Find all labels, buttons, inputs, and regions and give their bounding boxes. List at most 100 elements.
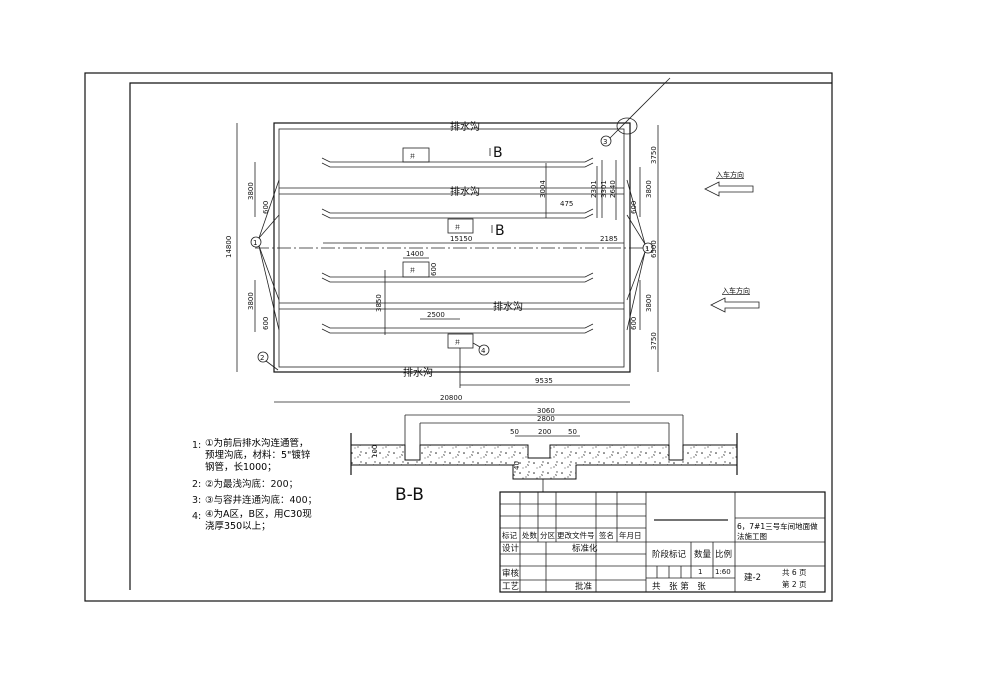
note-3: ③与容井连通沟底：400；	[205, 494, 317, 506]
dimension-lines	[236, 123, 659, 403]
ditch-label: 排水沟	[493, 300, 523, 313]
svg-text:600: 600	[630, 201, 638, 214]
svg-text:数量: 数量	[694, 549, 712, 560]
plan-outer-wall	[273, 122, 631, 373]
svg-text:475: 475	[560, 200, 573, 208]
svg-text:600: 600	[262, 201, 270, 214]
ditch-label: 排水沟	[450, 120, 480, 133]
svg-text:3800: 3800	[247, 182, 255, 200]
section-b-b: 3060 2800 50 200 50 100 40 B-B	[350, 407, 738, 505]
sump-label: 井	[410, 267, 415, 274]
ditch-label: 排水沟	[450, 185, 480, 198]
svg-text:1:60: 1:60	[715, 568, 731, 576]
marker-3: 3	[600, 77, 671, 147]
svg-text:1400: 1400	[406, 250, 424, 258]
svg-text:2800: 2800	[537, 415, 555, 423]
svg-text:2: 2	[260, 354, 264, 362]
marker-1-right: 1	[626, 179, 654, 331]
svg-text:3: 3	[603, 138, 607, 146]
svg-text:2640: 2640	[609, 180, 617, 198]
section-mark: B	[495, 223, 505, 239]
marker-2: 2	[257, 351, 279, 371]
svg-text:3:: 3:	[192, 495, 201, 506]
svg-text:处数: 处数	[522, 530, 537, 540]
section-mark: B	[493, 145, 503, 161]
svg-text:14800: 14800	[225, 236, 233, 258]
marker-4: 4	[472, 342, 490, 356]
note-4: ④为A区，B区，用C30现浇厚350以上；	[205, 509, 312, 532]
svg-text:3850: 3850	[375, 294, 383, 312]
svg-text:2500: 2500	[427, 311, 445, 319]
title-block: 标记 处数 分区 更改文件号 签名 年月日 设计 标准化 审核 工艺 批准 阶段…	[499, 491, 826, 593]
svg-text:15150: 15150	[450, 235, 472, 243]
svg-text:2185: 2185	[600, 235, 618, 243]
outer-border	[84, 72, 833, 602]
svg-text:设计: 设计	[502, 543, 520, 554]
svg-text:100: 100	[371, 445, 379, 458]
ditch-label: 排水沟	[403, 366, 433, 379]
svg-text:600: 600	[630, 317, 638, 330]
svg-text:3800: 3800	[645, 294, 653, 312]
svg-text:共 张 第 张: 共 张 第 张	[652, 581, 706, 592]
note-1: ①为前后排水沟连通管，预埋沟底，材料：5"镀锌钢管，长1000；	[205, 438, 311, 473]
svg-text:入车方向: 入车方向	[722, 286, 750, 295]
svg-text:1: 1	[698, 568, 702, 576]
sump-boxes: 井 井 井 井	[402, 147, 474, 349]
svg-text:50: 50	[568, 428, 577, 436]
sump-label: 井	[455, 339, 460, 346]
entry-direction-bottom: 入车方向	[710, 286, 760, 313]
svg-text:1: 1	[645, 245, 649, 253]
section-dimensions: 3060 2800 50 200 50 100 40	[371, 407, 577, 470]
svg-text:3800: 3800	[645, 180, 653, 198]
sump-label: 井	[455, 224, 460, 231]
svg-text:3800: 3800	[247, 292, 255, 310]
marker-1-left: 1	[250, 179, 280, 331]
svg-text:3060: 3060	[537, 407, 555, 415]
svg-text:标记: 标记	[502, 530, 517, 540]
svg-text:4: 4	[481, 347, 486, 355]
svg-text:600: 600	[262, 317, 270, 330]
note-2: ②为最浅沟底：200；	[205, 478, 298, 490]
svg-text:2301: 2301	[590, 180, 598, 198]
svg-text:年月日: 年月日	[619, 530, 642, 540]
floor-plan: 井 井 井 井 排水沟 排水沟 排水沟 排水沟 B B 1 1 2 3 4	[225, 77, 760, 403]
svg-text:签名: 签名	[599, 530, 614, 540]
section-title: B-B	[395, 485, 424, 505]
svg-text:6500: 6500	[650, 240, 658, 258]
svg-text:共 6 页: 共 6 页	[782, 568, 807, 577]
svg-text:2:: 2:	[192, 479, 201, 490]
svg-text:20800: 20800	[440, 394, 462, 402]
svg-text:9535: 9535	[535, 377, 553, 385]
svg-text:工艺: 工艺	[502, 582, 519, 592]
svg-text:1:: 1:	[192, 440, 201, 451]
svg-text:3004: 3004	[539, 180, 547, 198]
svg-text:1: 1	[253, 239, 257, 247]
svg-text:入车方向: 入车方向	[716, 170, 744, 179]
svg-text:比例: 比例	[715, 549, 732, 560]
svg-text:更改文件号: 更改文件号	[557, 530, 595, 540]
trench-strips	[321, 157, 594, 334]
drawing-title: 6，7#1三号车间地面做法施工图	[737, 522, 818, 541]
svg-text:200: 200	[538, 428, 551, 436]
svg-text:600: 600	[430, 263, 438, 276]
arrow-left-icon	[704, 181, 754, 197]
sump-label: 井	[410, 153, 415, 160]
revision-headers: 标记 处数 分区 更改文件号 签名 年月日	[502, 530, 642, 540]
svg-text:50: 50	[510, 428, 519, 436]
svg-text:3750: 3750	[650, 146, 658, 164]
plan-dimensions: 20800 9535 14800 15150 2185 475 1400 600…	[225, 146, 658, 402]
svg-text:阶段标记: 阶段标记	[652, 549, 687, 560]
drawing-number: 建-2	[744, 572, 761, 583]
svg-text:3750: 3750	[650, 332, 658, 350]
svg-text:3301: 3301	[600, 180, 608, 198]
svg-text:4:: 4:	[192, 511, 201, 522]
svg-text:分区: 分区	[540, 531, 555, 540]
svg-text:40: 40	[513, 461, 521, 470]
inner-frame	[129, 82, 832, 590]
svg-text:批准: 批准	[575, 581, 593, 592]
svg-text:审核: 审核	[502, 568, 520, 579]
arrow-left-icon	[710, 297, 760, 313]
entry-direction-top: 入车方向	[704, 170, 754, 197]
notes: 1: ①为前后排水沟连通管，预埋沟底，材料：5"镀锌钢管，长1000； 2: ②为…	[192, 438, 317, 532]
